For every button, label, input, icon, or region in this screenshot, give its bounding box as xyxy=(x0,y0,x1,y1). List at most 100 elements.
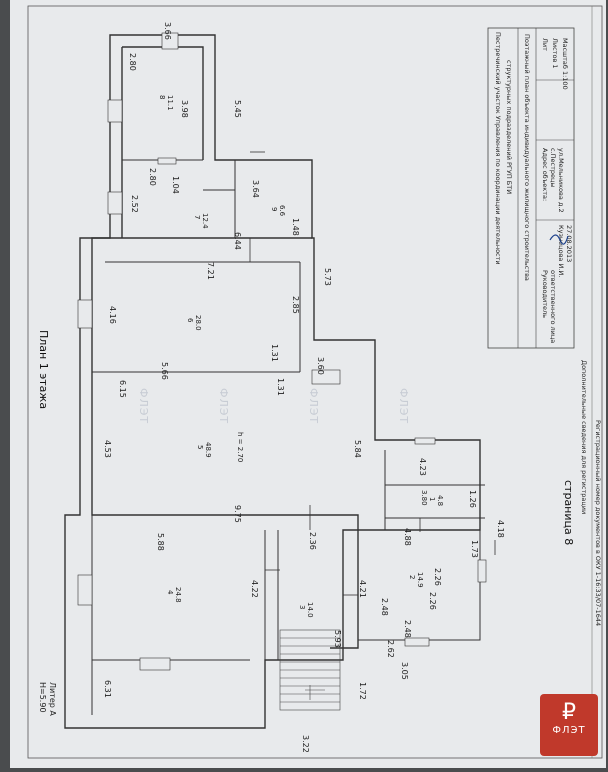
window xyxy=(404,637,430,647)
title-block: Пестречинский участок Управления по коор… xyxy=(487,27,575,349)
address-label: Адрес объекта: xyxy=(541,148,549,201)
dimension-label: 5.88 xyxy=(156,533,165,551)
org-line-1: Пестречинский участок Управления по коор… xyxy=(494,32,502,265)
watermark-text: ФЛЭТ xyxy=(397,388,410,424)
window xyxy=(77,574,93,606)
dimension-label: 9.75 xyxy=(233,505,242,523)
logo-icon: ₽ xyxy=(562,700,576,725)
window xyxy=(477,559,487,583)
dimension-label: 4.16 xyxy=(108,306,117,324)
dimension-label: 6.31 xyxy=(103,680,112,698)
dimension-label: 7.21 xyxy=(206,262,215,280)
staircase xyxy=(279,629,341,711)
dimension-label: 4.23 xyxy=(418,458,427,476)
dimension-label: 4.53 xyxy=(103,440,112,458)
dimension-label: 1.04 xyxy=(171,176,180,194)
sheets-label: Листов 1 xyxy=(551,38,559,68)
dimension-label: 1.26 xyxy=(468,490,477,508)
inner-wall-outline xyxy=(91,46,359,649)
room-area: 4.8 xyxy=(436,495,444,506)
side-note-registration: Дополнительные сведения для регистрации xyxy=(580,360,588,514)
room-area: 12.4 xyxy=(201,213,209,229)
dimension-label: 4.18 xyxy=(496,520,505,538)
floor-plan-drawing: ФЛЭТ ФЛЭТ ФЛЭТ ФЛЭТ xyxy=(27,5,603,759)
address-line-2: ул.Мельникова д.2 xyxy=(557,148,565,213)
room-area: 48.9 xyxy=(204,442,212,458)
room-area: 14.0 xyxy=(306,602,314,618)
room-number: 2 xyxy=(408,575,416,579)
room-number: 7 xyxy=(193,215,201,219)
dimension-label: 5.66 xyxy=(160,362,169,380)
dimension-label: 1.48 xyxy=(291,218,300,236)
dimension-label: 1.31 xyxy=(276,378,285,396)
dimension-label: 4.22 xyxy=(250,580,259,598)
room-area: 14.9 xyxy=(416,572,424,588)
dimension-label: 2.26 xyxy=(428,592,437,610)
sheet-label: Лит xyxy=(541,38,549,51)
dimension-label: 2.48 xyxy=(403,620,412,638)
room-number: 5 xyxy=(196,445,204,449)
responsible-role-2: ответственного лица xyxy=(549,270,557,343)
dimension-label: 2.80 xyxy=(148,168,157,186)
room-area: 11.1 xyxy=(166,95,174,111)
dimension-label: 1.31 xyxy=(270,344,279,362)
room-labels: 8 11.1 7 12.4 9 6.6 6 28.0 5 48.9 h = 2.… xyxy=(158,95,444,618)
letter-label: Литер А xyxy=(48,682,57,716)
dimension-label: 3.05 xyxy=(400,662,409,680)
room-number: 3 xyxy=(298,605,306,609)
height-label: H=5.90 xyxy=(38,682,47,713)
room-height: 3.80 xyxy=(420,490,428,506)
room-number: 1 xyxy=(428,497,436,501)
room-number: 4 xyxy=(166,590,174,595)
dimension-label: 4.88 xyxy=(403,528,412,546)
dimension-label: 3.22 xyxy=(301,735,310,753)
floor-plan-sheet: ФЛЭТ ФЛЭТ ФЛЭТ ФЛЭТ xyxy=(10,0,606,768)
room-number: 8 xyxy=(158,95,166,99)
dimension-label: 3.66 xyxy=(163,22,172,40)
address-line-1: с.Пестрецы xyxy=(549,148,557,188)
brand-logo: ₽ ФЛЭТ xyxy=(540,694,598,756)
dimension-label: 2.36 xyxy=(308,532,317,550)
dimension-label: 2.62 xyxy=(386,640,395,658)
dimension-label: 1.73 xyxy=(470,540,479,558)
dimension-label: 6.15 xyxy=(118,380,127,398)
logo-text: ФЛЭТ xyxy=(552,725,586,736)
document-title: Поэтажный план объекта индивидуального ж… xyxy=(523,34,531,281)
signature-mark xyxy=(549,234,569,245)
dimension-label: 3.60 xyxy=(316,357,325,375)
window xyxy=(107,191,123,215)
page-label: страница 8 xyxy=(562,480,575,545)
window xyxy=(157,157,177,165)
dimension-label: 5.45 xyxy=(233,100,242,118)
dimension-label: 1.72 xyxy=(358,682,367,700)
responsible-role: Руководитель xyxy=(541,270,549,318)
window xyxy=(311,369,341,385)
dimension-label: 5.93 xyxy=(333,630,342,648)
window xyxy=(107,99,123,123)
room-area: 24.8 xyxy=(174,587,182,603)
dimension-label: 3.98 xyxy=(180,100,189,118)
room-number: 6 xyxy=(186,318,194,323)
dimension-label: 2.85 xyxy=(291,296,300,314)
dimension-label: 2.52 xyxy=(130,195,139,213)
room-height: h = 2.70 xyxy=(236,432,244,462)
window xyxy=(139,657,171,671)
dimension-labels: 3.66 2.80 3.98 5.45 2.80 1.04 2.52 3.64 … xyxy=(103,22,505,753)
date: 27.08.2013 xyxy=(565,225,573,262)
responsible-name: Кузнецова И.И. xyxy=(557,225,565,277)
room-area: 28.0 xyxy=(194,315,202,331)
scale-label: Масштаб 1:100 xyxy=(561,38,569,90)
room-number: 9 xyxy=(270,207,278,211)
dimension-label: 5.84 xyxy=(353,440,362,458)
org-line-2: структурных подразделений РГУП БТИ xyxy=(505,60,513,194)
dimension-label: 2.80 xyxy=(128,53,137,71)
window xyxy=(414,437,436,445)
watermark-text: ФЛЭТ xyxy=(307,388,320,424)
watermark-text: ФЛЭТ xyxy=(217,388,230,424)
watermark-row: ФЛЭТ ФЛЭТ ФЛЭТ ФЛЭТ xyxy=(137,388,410,424)
dimension-label: 2.26 xyxy=(433,568,442,586)
window xyxy=(161,32,179,50)
plan-title: План 1 этажа xyxy=(37,330,50,409)
side-note-registration-number: Регистрационный номер документов в ОКУ 1… xyxy=(594,420,602,626)
